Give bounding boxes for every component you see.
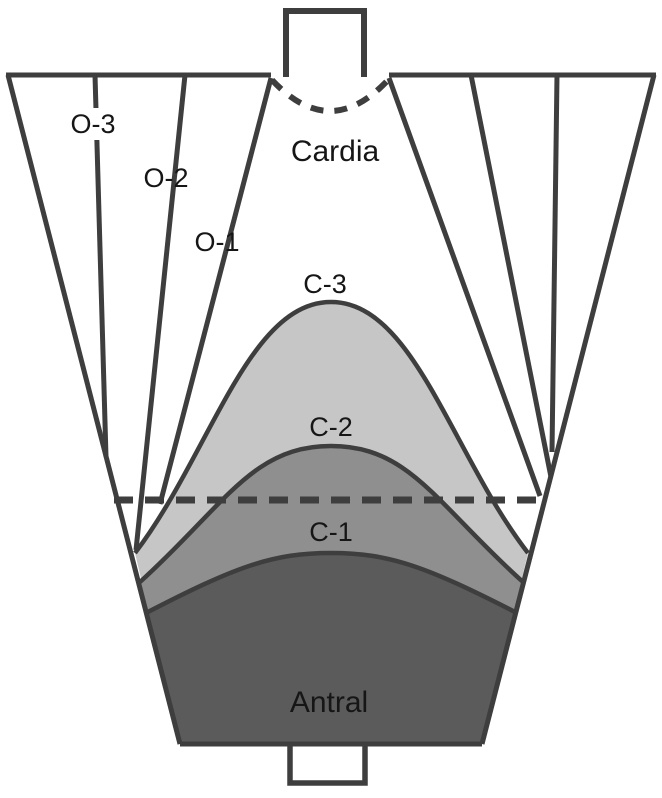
duodenum-stub-outline — [287, 744, 368, 786]
stomach-outline-left-edge — [5, 74, 183, 745]
c1-border-curve — [144, 550, 519, 616]
c2-border-curve — [138, 443, 525, 584]
stomach-outline-right-edge — [479, 74, 657, 745]
o1-line-right — [386, 77, 543, 497]
c1-antral-region — [146, 553, 517, 744]
cardia-dashed-arc — [269, 77, 391, 114]
o2-line-right — [468, 74, 554, 478]
o3-line-right — [549, 74, 560, 453]
c2-label: C-2 — [309, 412, 353, 442]
cardia-label: Cardia — [291, 135, 380, 168]
o2-label: O-2 — [143, 163, 188, 193]
antral-label: Antral — [290, 686, 368, 719]
o3-label-backdrop — [70, 108, 118, 140]
c1-label: C-1 — [309, 517, 353, 547]
o1-line-left — [157, 77, 274, 505]
c3-border-curve — [133, 299, 530, 555]
c3-label: C-3 — [303, 269, 347, 299]
esophagus-stub-outline — [283, 8, 367, 77]
o3-label: O-3 — [70, 109, 115, 139]
o1-label: O-1 — [194, 227, 239, 257]
duodenum-stub-fill — [290, 745, 365, 785]
o2-line-left — [133, 74, 188, 551]
